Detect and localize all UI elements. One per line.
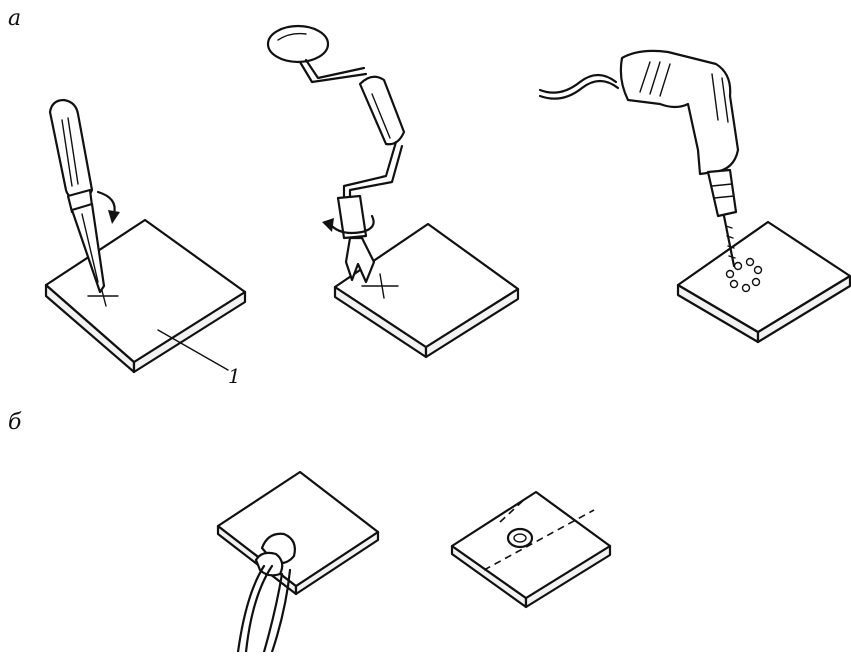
awl-plate-panel: [46, 100, 245, 372]
row-a-label: а: [8, 8, 21, 30]
row-b-label: б: [8, 412, 21, 434]
plate-1: [46, 220, 245, 372]
electric-drill-icon: [540, 51, 738, 266]
drill-plate-panel: [540, 51, 850, 342]
callout-1-label: 1: [228, 366, 241, 386]
pliers-plate-panel: [218, 472, 378, 652]
plate-4: [218, 472, 378, 594]
brace-plate-panel: [268, 26, 518, 357]
plate-with-hole-icon: [452, 492, 610, 607]
plate-3: [678, 222, 850, 342]
hand-brace-icon: [268, 26, 404, 282]
finished-plate-panel: [452, 492, 610, 607]
